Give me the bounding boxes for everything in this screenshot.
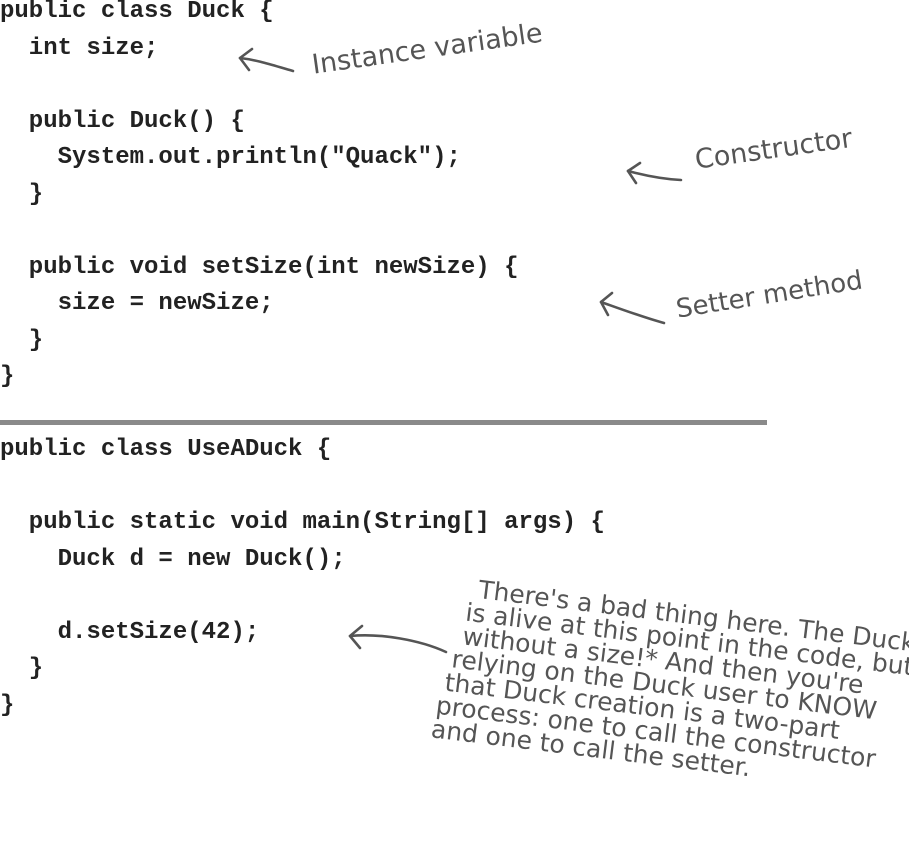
code-line: public class Duck { [0, 0, 274, 25]
constructor-arrow-icon [626, 161, 683, 185]
setter-method-arrow-icon [599, 291, 666, 325]
code-line: Duck d = new Duck(); [0, 545, 346, 573]
code-line: public class UseADuck { [0, 436, 332, 463]
section-divider [0, 420, 767, 425]
code-line: public Duck() { [0, 107, 245, 135]
code-line: size = newSize; [0, 290, 274, 317]
instance-variable-arrow-icon [238, 47, 295, 73]
code-line: } [0, 180, 44, 208]
use-a-duck-class-code: public class UseADuck { public static vo… [0, 432, 605, 724]
duck-class-code: public class Duck { int size; public Duc… [0, 0, 518, 396]
code-line: public static void main(String[] args) { [0, 509, 605, 536]
code-line: } [0, 363, 15, 390]
code-line: } [0, 326, 44, 354]
code-line: } [0, 655, 44, 682]
bad-thing-arrow-icon [348, 624, 448, 654]
code-line: } [0, 691, 15, 719]
code-line: d.setSize(42); [0, 618, 260, 646]
code-line: int size; [0, 34, 159, 62]
code-line: System.out.println("Quack"); [0, 144, 461, 171]
code-line: public void setSize(int newSize) { [0, 253, 519, 281]
